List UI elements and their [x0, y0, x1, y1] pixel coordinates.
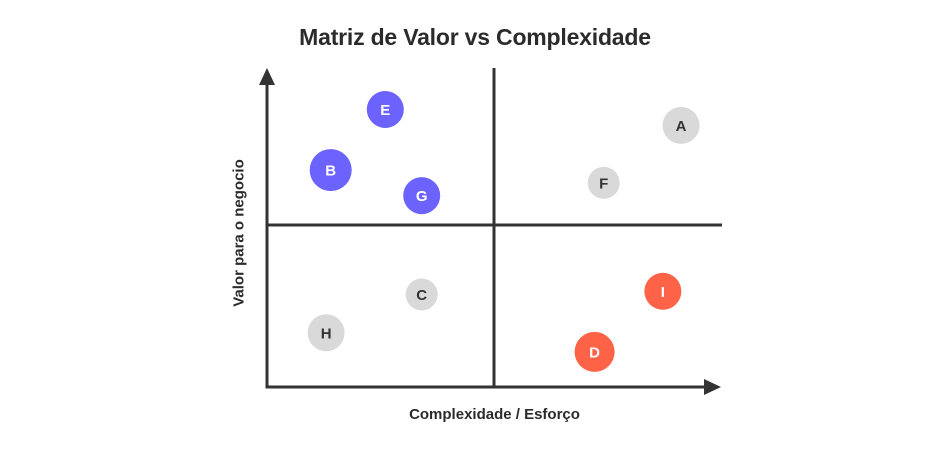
- data-point-e: E: [366, 90, 404, 128]
- point-label: H: [321, 325, 332, 342]
- point-marker: [574, 331, 615, 372]
- data-point-g: G: [403, 177, 441, 215]
- point-label: C: [416, 287, 427, 304]
- x-axis-label: Complexidade / Esforço: [409, 406, 580, 423]
- point-marker: [366, 90, 404, 128]
- data-point-b: B: [309, 149, 352, 192]
- point-label: G: [416, 188, 428, 205]
- point-label: A: [676, 118, 687, 135]
- data-points: A B C D E F G H I: [307, 90, 700, 372]
- point-marker: [405, 278, 438, 311]
- data-point-c: C: [405, 278, 438, 311]
- point-marker: [644, 272, 682, 310]
- point-label: I: [661, 284, 665, 301]
- y-axis-label: Valor para o negocio: [230, 159, 248, 307]
- chart-title: Matriz de Valor vs Complexidade: [299, 24, 651, 50]
- point-marker: [309, 149, 352, 192]
- data-point-h: H: [307, 314, 345, 352]
- y-axis-arrow-icon: [259, 68, 275, 85]
- point-marker: [403, 177, 441, 215]
- point-label: D: [589, 344, 600, 361]
- data-point-f: F: [587, 166, 620, 199]
- point-label: F: [599, 175, 608, 192]
- x-axis-arrow-icon: [704, 379, 721, 395]
- point-marker: [587, 166, 620, 199]
- data-point-d: D: [574, 331, 615, 372]
- point-marker: [662, 106, 700, 144]
- point-label: E: [380, 102, 390, 119]
- data-point-a: A: [662, 106, 700, 144]
- data-point-i: I: [644, 272, 682, 310]
- axes: [259, 68, 722, 395]
- point-marker: [307, 314, 345, 352]
- point-label: B: [325, 163, 336, 180]
